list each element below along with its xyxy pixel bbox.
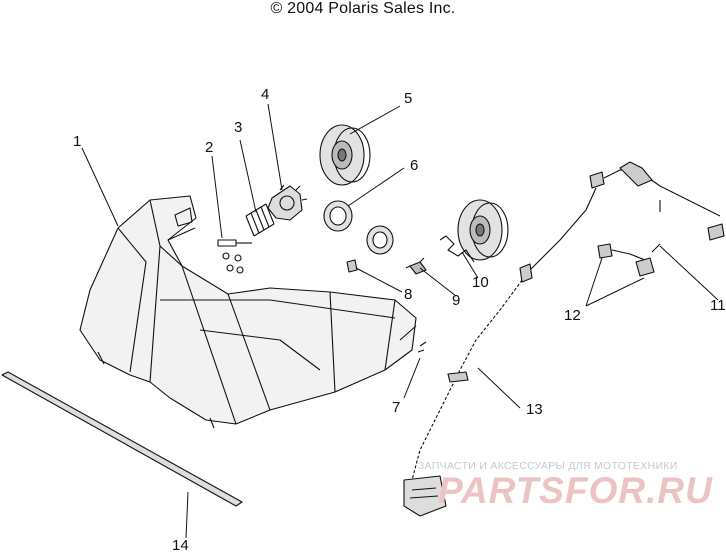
headlight-housing-part <box>79 195 417 429</box>
callout-label: 5 <box>404 90 413 107</box>
callout-label: 6 <box>410 157 419 174</box>
watermark-site-logo: PARTSFOR.RU <box>438 470 713 511</box>
callout-label: 4 <box>261 86 270 103</box>
adjuster-spring-part <box>245 203 275 237</box>
socket-harness-part <box>529 161 725 277</box>
callout-label: 8 <box>404 286 413 303</box>
leader-lines <box>81 103 719 539</box>
callout-label: 14 <box>172 537 189 554</box>
callout-label: 7 <box>392 399 401 416</box>
wire-retainer-part <box>439 235 475 263</box>
small-bulb-part <box>346 259 358 273</box>
callout-label: 9 <box>452 292 461 309</box>
headlight-bulb-part <box>405 257 427 275</box>
trim-strip-part <box>1 371 243 507</box>
callout-label: 13 <box>526 401 543 418</box>
connector-block-part <box>403 475 447 517</box>
headlight-cover-lower-part <box>457 199 509 261</box>
copyright-notice: © 2004 Polaris Sales Inc. <box>270 0 456 17</box>
watermark-caption: ЗАПЧАСТИ И АКСЕССУАРЫ ДЛЯ МОТОТЕХНИКИ <box>418 460 678 472</box>
callout-label: 12 <box>564 307 581 324</box>
callout-label: 1 <box>73 133 82 150</box>
callout-label: 3 <box>234 119 243 136</box>
screw-clip-part <box>217 239 252 274</box>
callout-label: 2 <box>205 139 214 156</box>
wiring-harness-part <box>411 263 533 481</box>
adjuster-knob-part <box>267 184 308 221</box>
callout-label: 10 <box>472 274 489 291</box>
headlight-cover-upper-part <box>319 124 371 186</box>
lamp-ring-part <box>323 200 394 255</box>
callout-label: 11 <box>710 297 726 314</box>
